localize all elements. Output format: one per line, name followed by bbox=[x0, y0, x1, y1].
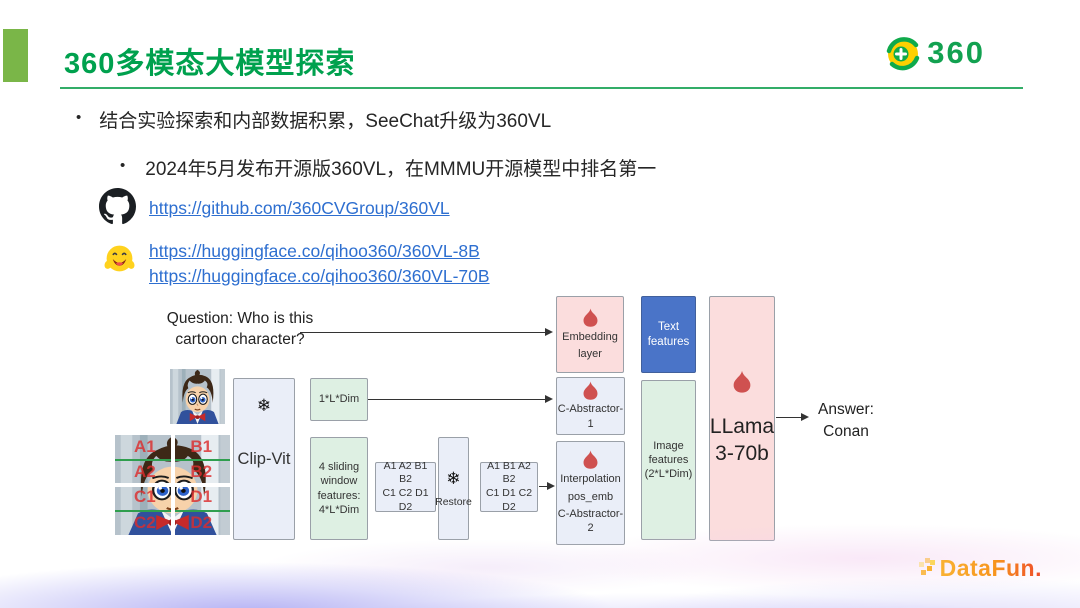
interpolation-box: Interpolation pos_emb C-Abstractor-2 bbox=[556, 441, 625, 545]
tokens-ordered-line2: C1 C2 D1 D2 bbox=[382, 487, 429, 513]
grid-label-c1: C1 bbox=[134, 487, 156, 506]
arrow-llama-to-answer bbox=[776, 413, 809, 421]
llama-line1: LLama bbox=[709, 414, 775, 438]
datafun-logo-text: DataFun. bbox=[939, 555, 1042, 581]
text-features-line1: Text bbox=[657, 320, 680, 333]
github-icon bbox=[99, 188, 136, 225]
sliding-window-box: 4 sliding window features: 4*L*Dim bbox=[310, 437, 368, 540]
logo-360: 360 bbox=[883, 33, 985, 73]
arrow-tokens-to-interpolation bbox=[539, 482, 555, 490]
text-features-box: Text features bbox=[641, 296, 696, 373]
llama-label: LLama 3-70b bbox=[710, 413, 774, 468]
grid-gap-horizontal bbox=[115, 483, 230, 487]
answer-line2: Conan bbox=[823, 422, 869, 440]
llama-box: LLama 3-70b bbox=[709, 296, 775, 541]
github-link[interactable]: https://github.com/360CVGroup/360VL bbox=[149, 198, 450, 218]
sliding-window-image-grid: A1 A2 B1 B2 C1 C2 D1 D2 bbox=[115, 435, 230, 535]
huggingface-icon bbox=[104, 245, 135, 272]
answer-line1: Answer: bbox=[818, 401, 874, 418]
grid-label-d2: D2 bbox=[190, 513, 213, 532]
image-features-line2: (2*L*Dim) bbox=[644, 468, 693, 481]
tokens-restored-box: A1 B1 A2 B2 C1 D1 C2 D2 bbox=[480, 459, 538, 513]
logo-360-text: 360 bbox=[927, 35, 985, 70]
bullet-release-text: 2024年5月发布开源版360VL，在MMMU开源模型中排名第一 bbox=[145, 159, 657, 180]
bullet-seechat-text: 结合实验探索和内部数据积累，SeeChat升级为360VL bbox=[99, 111, 552, 132]
answer-text: Answer: Conan bbox=[806, 399, 886, 442]
grid-label-b2: B2 bbox=[190, 462, 213, 481]
grid-label-a2: A2 bbox=[134, 462, 156, 481]
arrow-question-to-embedding bbox=[300, 328, 553, 336]
page-title: 360多模态大模型探索 bbox=[64, 48, 356, 80]
embedding-line1: Embedding bbox=[562, 330, 618, 343]
llama-line2: 3-70b bbox=[715, 442, 769, 465]
bullet-dot: • bbox=[76, 109, 82, 126]
one-l-dim-label: 1*L*Dim bbox=[318, 393, 360, 406]
question-line1: Question: Who is this bbox=[166, 310, 314, 327]
logo-360-icon bbox=[887, 37, 920, 71]
sliding-window-label: 4 sliding window features: 4*L*Dim bbox=[317, 460, 361, 516]
c-abstractor-1-label: C-Abstractor-1 bbox=[557, 403, 624, 430]
question-line2: cartoon character? bbox=[175, 330, 305, 348]
flame-icon bbox=[733, 370, 751, 393]
bullet-release: • 2024年5月发布开源版360VL，在MMMU开源模型中排名第一 bbox=[120, 154, 656, 181]
one-l-dim-box: 1*L*Dim bbox=[310, 378, 368, 421]
grid-label-c2: C2 bbox=[134, 513, 156, 532]
flame-icon bbox=[583, 381, 598, 400]
tokens-restored-line2: C1 D1 C2 D2 bbox=[485, 487, 533, 513]
question-text: Question: Who is this cartoon character? bbox=[140, 309, 340, 351]
frozen-icon: ❄ bbox=[256, 396, 272, 416]
image-features-line1: Image features bbox=[648, 439, 689, 466]
clip-vit-box: ❄ Clip-Vit bbox=[233, 378, 295, 540]
title-divider bbox=[60, 87, 1023, 89]
flame-icon bbox=[583, 308, 597, 327]
restore-box: ❄ Restore bbox=[435, 437, 472, 540]
datafun-pixels-icon bbox=[926, 566, 932, 571]
interpolation-line2: pos_emb bbox=[567, 490, 614, 503]
frozen-icon: ❄ bbox=[446, 468, 461, 489]
accent-bar bbox=[3, 29, 28, 82]
embedding-layer-box: Embedding layer bbox=[556, 296, 624, 373]
tokens-ordered-box: A1 A2 B1 B2 C1 C2 D1 D2 bbox=[375, 459, 436, 513]
clip-vit-label: Clip-Vit bbox=[237, 450, 291, 469]
huggingface-70b-link[interactable]: https://huggingface.co/qihoo360/360VL-70… bbox=[149, 266, 490, 286]
arrow-1ldim-to-cabstractor1 bbox=[368, 395, 553, 403]
restore-label: Restore bbox=[435, 495, 472, 508]
grid-label-d1: D1 bbox=[190, 487, 213, 506]
interpolation-line3: C-Abstractor-2 bbox=[557, 508, 624, 535]
image-features-box: Image features (2*L*Dim) bbox=[641, 380, 696, 540]
cartoon-input-image bbox=[170, 368, 225, 425]
huggingface-8b-link[interactable]: https://huggingface.co/qihoo360/360VL-8B bbox=[149, 241, 480, 261]
grid-label-a1: A1 bbox=[134, 437, 156, 456]
flame-icon bbox=[583, 450, 598, 470]
bullet-dot: • bbox=[120, 157, 126, 174]
datafun-logo: DataFun. bbox=[926, 555, 1042, 582]
bullet-seechat: • 结合实验探索和内部数据积累，SeeChat升级为360VL bbox=[76, 106, 551, 133]
tokens-ordered-line1: A1 A2 B1 B2 bbox=[383, 459, 428, 486]
interpolation-line1: Interpolation bbox=[560, 473, 621, 486]
embedding-line2: layer bbox=[578, 348, 602, 360]
c-abstractor-1-box: C-Abstractor-1 bbox=[556, 377, 625, 435]
grid-label-b1: B1 bbox=[190, 437, 213, 456]
tokens-restored-line1: A1 B1 A2 B2 bbox=[487, 459, 531, 486]
text-features-line2: features bbox=[647, 335, 690, 348]
